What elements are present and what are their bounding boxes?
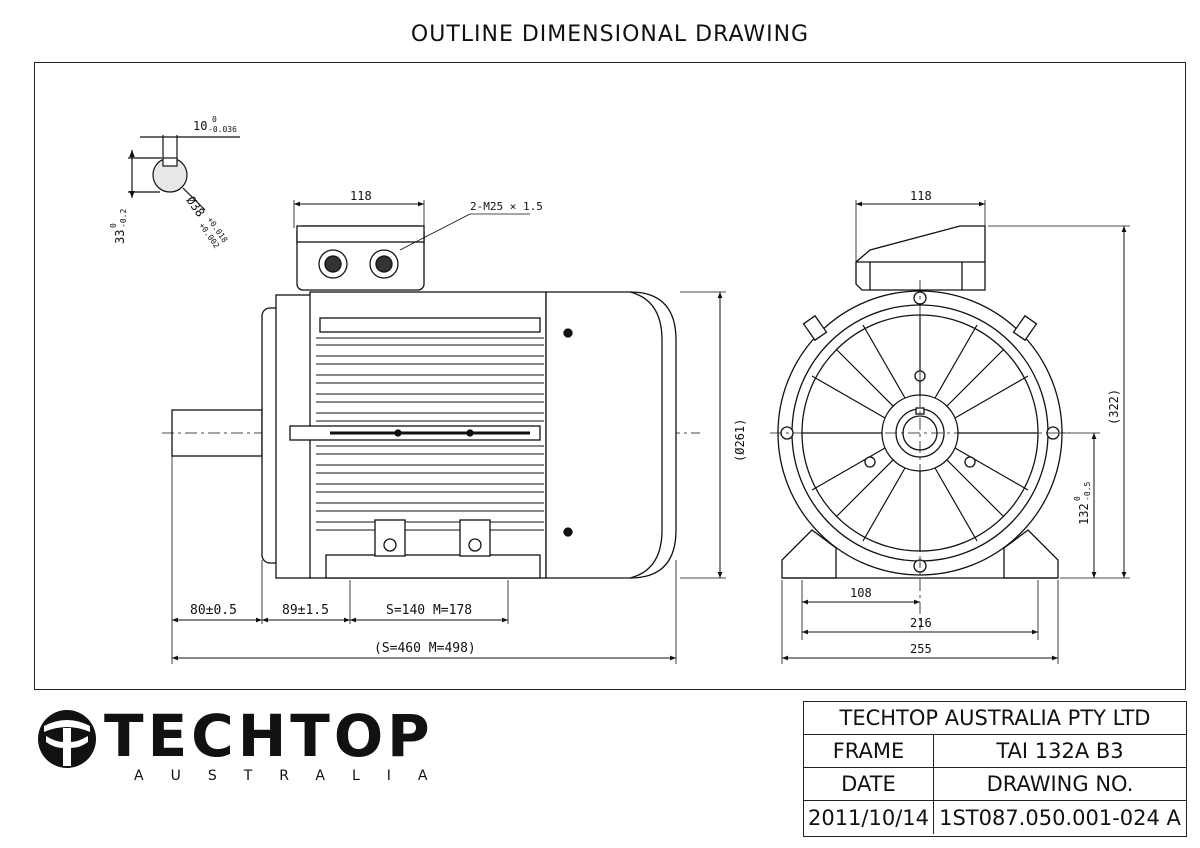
- title-block-value-row: 2011/10/14 1ST087.050.001-024 A: [804, 801, 1186, 834]
- techtop-logo: TECHTOP AUSTRALIA: [34, 702, 455, 804]
- shaft-length-label: 80±0.5: [190, 603, 237, 618]
- overall-length-label: (S=460 M=498): [374, 641, 476, 656]
- overall-height-label: (322): [1107, 389, 1121, 425]
- fan-cover: [545, 291, 677, 579]
- shaft-height-tol-upper: 0: [1073, 496, 1082, 501]
- key-width-tol-upper: 0: [212, 115, 217, 124]
- drawing-no-value: 1ST087.050.001-024 A: [939, 805, 1181, 830]
- half-foot-spacing-label: 108: [850, 586, 872, 600]
- drawing-frame: [34, 62, 1186, 690]
- shaft-height-label: 132: [1077, 503, 1091, 525]
- end-view: [770, 200, 1130, 664]
- company-name: TECHTOP AUSTRALIA PTY LTD: [839, 706, 1151, 730]
- key-depth-label: 33: [113, 230, 127, 244]
- overall-width-label: 255: [910, 642, 932, 656]
- frame-label: FRAME: [804, 735, 934, 767]
- key-width-tol-lower: -0.036: [208, 125, 237, 134]
- end-terminal-box: [855, 225, 986, 291]
- foot-spacing-label: S=140 M=178: [386, 603, 472, 618]
- key-width-label: 10: [193, 119, 207, 133]
- terminal-box-width-side-label: 118: [350, 189, 372, 203]
- key-depth-tol-lower: -0.2: [119, 209, 128, 228]
- keyway-slot: [162, 157, 178, 167]
- terminal-box-width-end-label: 118: [910, 189, 932, 203]
- shaft-diameter-label: Ø38: [184, 194, 208, 220]
- side-view: [162, 200, 726, 664]
- date-value: 2011/10/14: [804, 801, 934, 834]
- drawing-no-label: DRAWING NO.: [986, 772, 1134, 796]
- foot-span-label: 216: [910, 616, 932, 630]
- logo-subtitle: AUSTRALIA: [134, 768, 455, 784]
- key-depth-tol-upper: 0: [109, 223, 118, 228]
- shaft-height-tol-lower: -0.5: [1083, 482, 1092, 501]
- side-foot: [325, 554, 541, 579]
- drawing-title: OUTLINE DIMENSIONAL DRAWING: [410, 22, 810, 47]
- logo-emblem-icon: [38, 710, 96, 768]
- title-block-company-row: TECHTOP AUSTRALIA PTY LTD: [804, 702, 1186, 735]
- date-label: DATE: [804, 768, 934, 800]
- keyway-detail: [128, 135, 240, 211]
- logo-brand: TECHTOP: [104, 702, 434, 770]
- body-diameter-label: (Ø261): [733, 419, 747, 462]
- shoulder-to-foot-label: 89±1.5: [282, 603, 329, 618]
- cable-glands-label: 2-M25 × 1.5: [470, 200, 543, 213]
- title-block: TECHTOP AUSTRALIA PTY LTD FRAME TAI 132A…: [803, 701, 1187, 837]
- frame-value: TAI 132A B3: [996, 739, 1124, 763]
- title-block-frame-row: FRAME TAI 132A B3: [804, 735, 1186, 768]
- title-block-header-row: DATE DRAWING NO.: [804, 768, 1186, 801]
- cooling-fins: [316, 337, 544, 531]
